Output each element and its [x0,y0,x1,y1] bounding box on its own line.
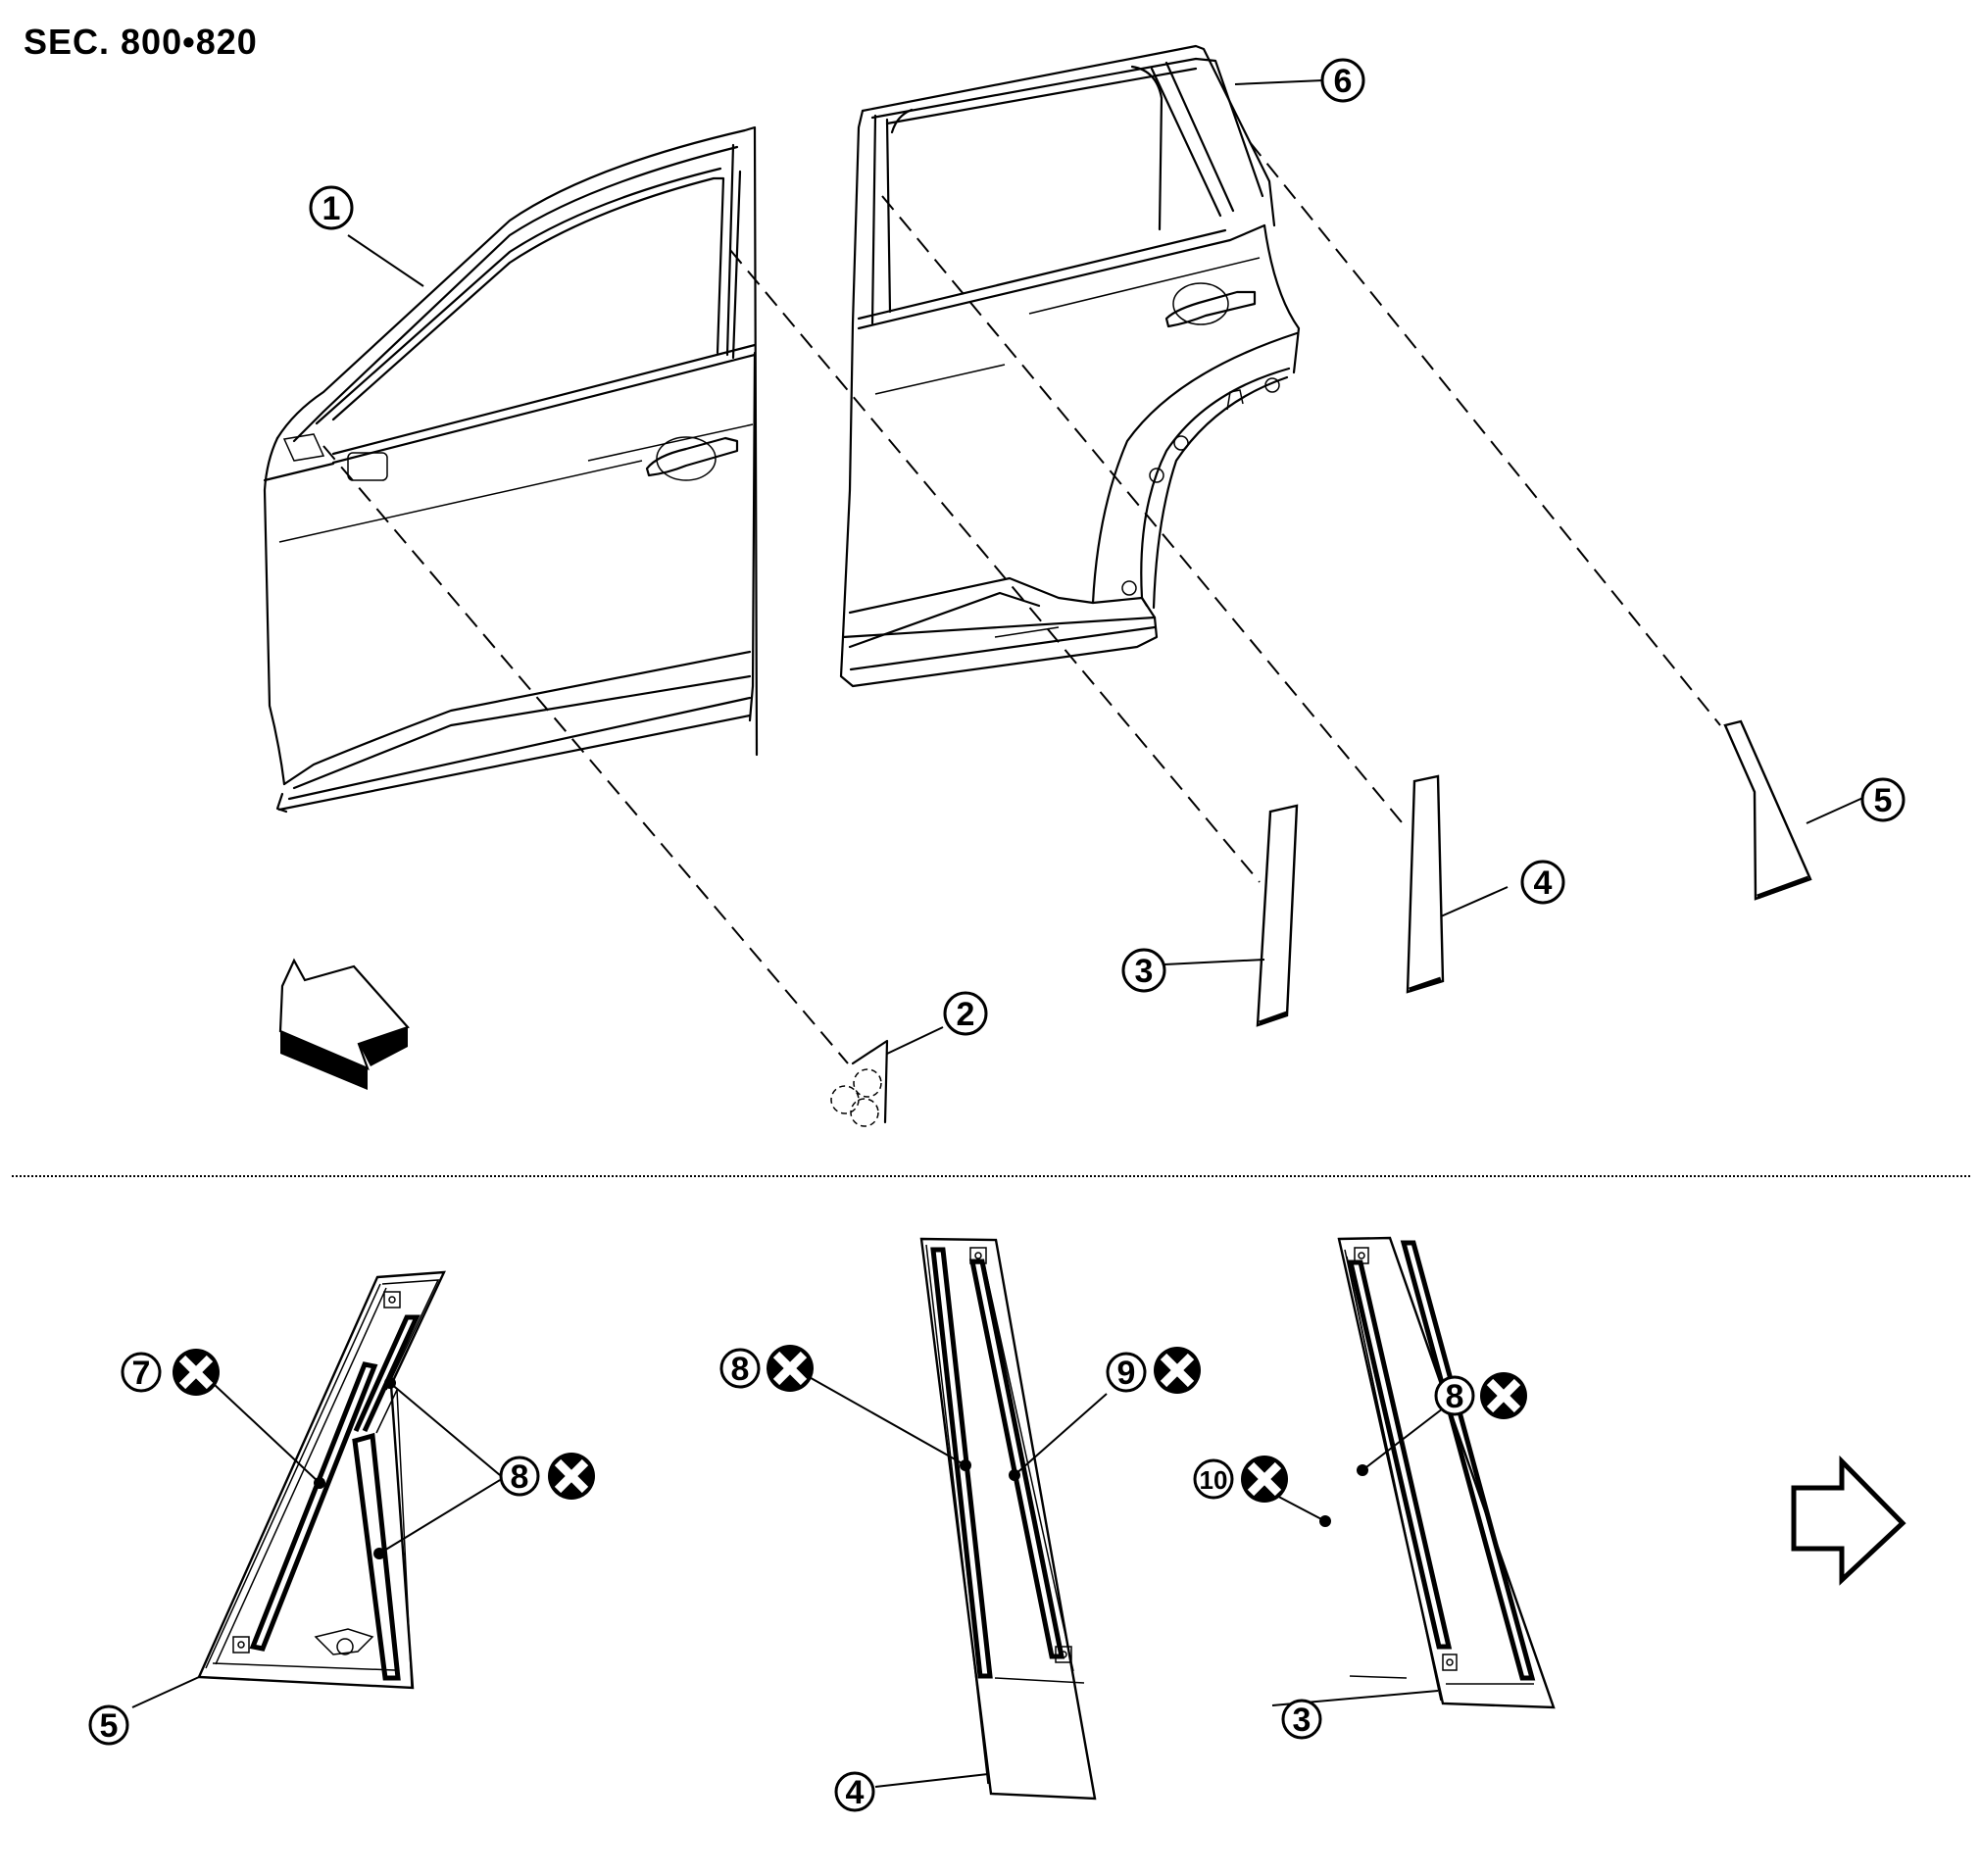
callout-label: 5 [100,1707,119,1745]
callout-label: 8 [731,1351,750,1388]
callout-label: 9 [1117,1355,1136,1392]
callout-label: 4 [846,1774,865,1811]
rear-door [839,44,1301,688]
callout-label: 1 [322,190,341,227]
leader-1 [347,234,424,287]
next-page-arrow-icon [1791,1455,1906,1586]
callout-label: 5 [1874,782,1893,819]
do-not-reuse-x-icon [173,1349,220,1396]
front-direction-arrow-icon [278,958,410,1090]
pillar-garnish-4-detail [805,1237,1108,1801]
callout-label: 6 [1334,63,1353,100]
pillar-garnish-4-small [1406,774,1509,994]
callout-5-bottom: 5 [88,1704,129,1746]
clip-part-2 [830,1026,944,1127]
section-title: SEC. 800•820 [24,22,258,62]
callout-1: 1 [309,185,354,230]
callout-7: 7 [121,1352,162,1393]
callout-3-top: 3 [1121,948,1166,993]
callout-8-a: 8 [499,1456,540,1497]
callout-label: 3 [1293,1702,1312,1739]
pillar-garnish-3-small [1163,804,1299,1027]
do-not-reuse-x-icon [1154,1347,1201,1394]
callout-6: 6 [1320,58,1365,103]
front-door [263,125,759,814]
pillar-garnish-3-detail [1250,1236,1556,1709]
do-not-reuse-x-icon [548,1453,595,1500]
callout-10: 10 [1193,1458,1234,1500]
callout-4-top: 4 [1520,860,1565,905]
callout-label: 2 [957,996,975,1033]
callout-8-c: 8 [1434,1375,1475,1416]
callout-3-bottom: 3 [1281,1699,1322,1740]
projection-lines [322,141,1721,1064]
do-not-reuse-x-icon [1480,1372,1527,1419]
callout-2: 2 [943,991,988,1036]
callout-4-bottom: 4 [834,1771,875,1812]
callout-label: 3 [1135,953,1154,990]
callout-9: 9 [1106,1352,1147,1393]
pillar-garnish-5-small [1723,719,1868,901]
pillar-garnish-5-detail [131,1270,501,1708]
callout-label: 8 [1446,1378,1464,1415]
do-not-reuse-x-icon [767,1345,814,1392]
callout-label: 4 [1534,864,1553,902]
callout-8-b: 8 [719,1348,761,1389]
callout-label: 10 [1200,1465,1228,1495]
do-not-reuse-x-icon [1241,1456,1288,1503]
callout-5-top: 5 [1860,777,1906,822]
callout-label: 7 [132,1355,151,1392]
callout-label: 8 [511,1458,529,1496]
leader-6 [1234,79,1324,85]
